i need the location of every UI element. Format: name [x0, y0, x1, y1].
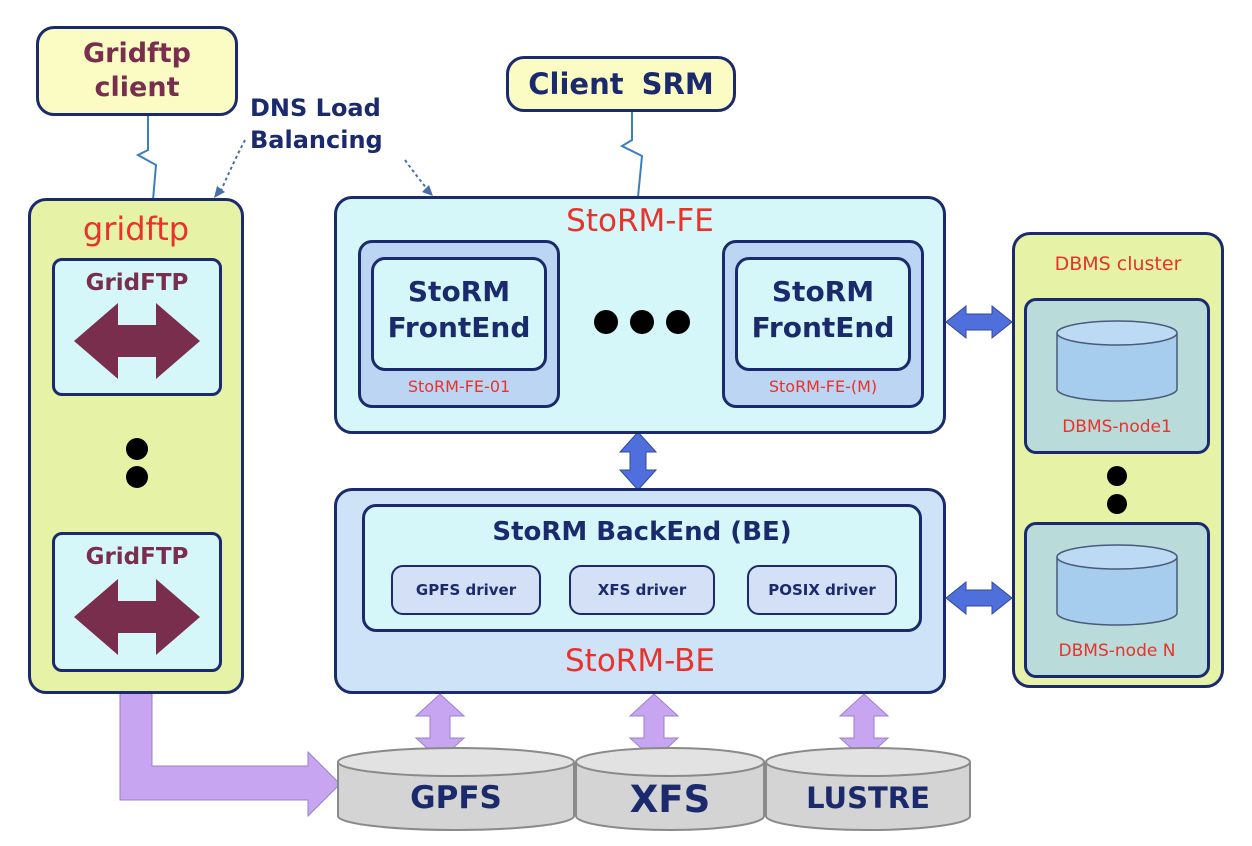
gridftp-gpfs-arrow [119, 691, 341, 818]
posix-driver-label: POSIX driver [768, 581, 876, 599]
storm-fe-more-dots [594, 310, 694, 336]
storm-fe-node-1: StoRM FrontEnd StoRM-FE-01 [358, 240, 560, 408]
storm-frontend-m: StoRM FrontEnd [735, 257, 911, 371]
storm-backend-box: StoRM BackEnd (BE) GPFS driver XFS drive… [362, 504, 922, 632]
database-icon-n [1056, 544, 1178, 626]
storm-frontend-1: StoRM FrontEnd [371, 257, 547, 371]
storm-fe-node-m: StoRM FrontEnd StoRM-FE-(M) [722, 240, 924, 408]
gridftp-client-link [135, 116, 158, 201]
dns-label-line-2: Balancing [250, 126, 383, 154]
dbms-more-dots [1104, 466, 1130, 514]
fe-be-arrow [618, 431, 658, 491]
gridftp-server-2-label: GridFTP [85, 544, 189, 570]
gridftp-client-box: Gridftp client [36, 26, 238, 116]
storage-lustre-cylinder [765, 747, 971, 831]
storm-be-title: StoRM-BE [564, 643, 716, 679]
storage-xfs-label: XFS [629, 778, 711, 821]
gridftp-server-1-label: GridFTP [85, 270, 189, 296]
gridftp-more-dots [124, 438, 150, 488]
storage-xfs-cylinder [575, 747, 765, 831]
storage-lustre-label: LUSTRE [806, 781, 930, 815]
storage-gpfs-cylinder [337, 747, 575, 831]
dns-arrow-left [219, 139, 246, 194]
dbms-node-n: DBMS-node N [1024, 522, 1210, 678]
xfs-driver: XFS driver [569, 565, 715, 615]
gridftp-panel-title: gridftp [82, 210, 190, 248]
dbms-cluster-title: DBMS cluster [1054, 253, 1182, 275]
gridftp-server-1: GridFTP [52, 258, 222, 396]
storm-backend-title: StoRM BackEnd (BE) [492, 517, 792, 547]
dns-load-balancing-label: DNS Load Balancing [250, 92, 440, 156]
dns-arrow-right [404, 159, 429, 191]
storage-gpfs-label: GPFS [410, 780, 502, 816]
fe-dbms-arrow [945, 304, 1013, 340]
storm-frontend-m-line-1: StoRM [771, 275, 875, 308]
gridftp-client-label-1: Gridftp [82, 38, 192, 69]
posix-driver: POSIX driver [747, 565, 897, 615]
dbms-node-1-label: DBMS-node1 [1062, 417, 1172, 437]
database-icon-1 [1056, 320, 1178, 402]
dns-label-line-1: DNS Load [250, 94, 381, 122]
dbms-node-n-label: DBMS-node N [1058, 641, 1176, 661]
gridftp-transfer-arrow-2 [74, 579, 200, 655]
gridftp-transfer-arrow-1 [74, 303, 200, 379]
client-srm-box: Client SRM [506, 56, 736, 112]
storm-fe-title: StoRM-FE [566, 203, 714, 239]
gridftp-client-label-2: client [94, 72, 180, 103]
storm-frontend-1-line-1: StoRM [407, 275, 511, 308]
dns-arrowhead-left [214, 186, 225, 198]
gpfs-driver: GPFS driver [391, 565, 541, 615]
storm-fe-m-caption: StoRM-FE-(M) [768, 377, 878, 396]
client-srm-label: Client SRM [528, 67, 714, 101]
client-srm-link [619, 110, 644, 198]
xfs-driver-label: XFS driver [597, 581, 687, 599]
be-dbms-arrow [945, 580, 1013, 616]
gpfs-driver-label: GPFS driver [415, 581, 517, 599]
gridftp-server-2: GridFTP [52, 532, 222, 672]
storm-fe-01-caption: StoRM-FE-01 [407, 377, 511, 396]
storm-frontend-m-line-2: FrontEnd [751, 311, 895, 344]
storm-frontend-1-line-2: FrontEnd [387, 311, 531, 344]
dns-arrowhead-right [422, 185, 433, 196]
dbms-node-1: DBMS-node1 [1024, 298, 1210, 454]
